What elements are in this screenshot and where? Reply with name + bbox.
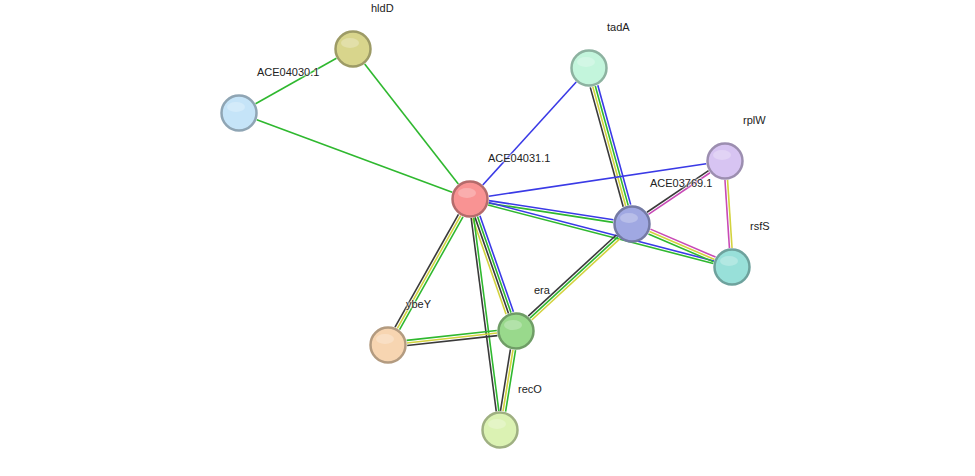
evidence-line [471,218,496,411]
interaction-edge [407,330,498,345]
node-disc [222,96,257,131]
protein-node: ybeY [369,326,407,364]
evidence-line [407,336,497,346]
node-sheen [504,320,522,330]
node-label: rplW [743,113,766,127]
interaction-edge [365,64,459,184]
node-sheen [720,256,738,266]
evidence-line [503,350,513,411]
node-sheen [458,188,476,198]
node-label: ACE03769.1 [650,176,712,190]
node-sheen [620,213,638,223]
interaction-edge [471,218,499,412]
evidence-line [474,218,499,411]
node-label: ACE04031.1 [488,151,550,165]
node-circle [713,248,751,286]
interaction-edge [257,120,452,193]
node-sheen [227,102,245,112]
interaction-edge [528,235,620,320]
protein-node: rsfS [713,248,751,286]
node-circle [334,30,372,68]
node-disc [499,314,534,349]
evidence-line [400,217,463,330]
evidence-line [407,333,497,343]
interaction-edge [473,216,514,315]
evidence-line [256,58,337,103]
evidence-line [590,87,623,206]
node-disc [615,207,650,242]
protein-node: ACE04031.1 [451,180,489,218]
interaction-edge [483,82,576,185]
protein-node: hldD [334,30,372,68]
evidence-line [506,350,516,411]
node-sheen [577,57,595,67]
protein-node: rplW [706,142,744,180]
node-circle [220,94,258,132]
evidence-line [598,85,631,204]
evidence-line [365,64,459,184]
node-sheen [713,150,731,160]
evidence-line [649,232,714,260]
node-label: hldD [371,1,394,15]
node-label: tadA [607,20,630,34]
node-circle [570,49,608,87]
evidence-line [489,203,613,222]
node-sheen [488,419,506,429]
node-disc [715,250,750,285]
node-label: ACE04030.1 [257,65,319,79]
protein-node: ACE04030.1 [220,94,258,132]
evidence-line [528,235,616,316]
interaction-edge [648,229,715,262]
interaction-edge [256,58,337,103]
evidence-line [725,180,729,248]
protein-node: ACE03769.1 [613,205,651,243]
node-circle [706,142,744,180]
interaction-edge [500,349,515,411]
evidence-line [257,120,452,193]
evidence-line [647,171,709,213]
node-circle [481,411,519,449]
node-label: era [534,283,550,297]
node-label: rsfS [750,219,770,233]
evidence-line [595,86,628,205]
interaction-edge [395,214,463,329]
node-disc [453,182,488,217]
interaction-edge [488,203,714,264]
node-sheen [376,334,394,344]
node-circle [613,205,651,243]
evidence-line [593,87,626,206]
node-label: ybeY [406,297,431,311]
evidence-line [480,216,513,312]
node-label: recO [518,382,542,396]
node-circle [451,180,489,218]
node-circle [369,326,407,364]
evidence-line [532,239,620,320]
node-disc [708,144,743,179]
protein-node: tadA [570,49,608,87]
evidence-line [500,349,510,410]
interaction-edge [725,180,732,248]
node-disc [371,328,406,363]
evidence-line [488,205,713,263]
node-disc [483,413,518,448]
node-circle [497,312,535,350]
protein-node: recO [481,411,519,449]
evidence-line [648,234,713,262]
node-sheen [341,38,359,48]
evidence-line [407,330,497,340]
evidence-line [477,217,510,313]
node-disc [572,51,607,86]
evidence-line [483,82,576,185]
evidence-line [395,214,458,327]
protein-node: era [497,312,535,350]
node-disc [336,32,371,67]
evidence-line [650,229,715,257]
evidence-line [530,237,618,318]
interaction-edge [590,85,630,206]
evidence-line [397,216,460,329]
